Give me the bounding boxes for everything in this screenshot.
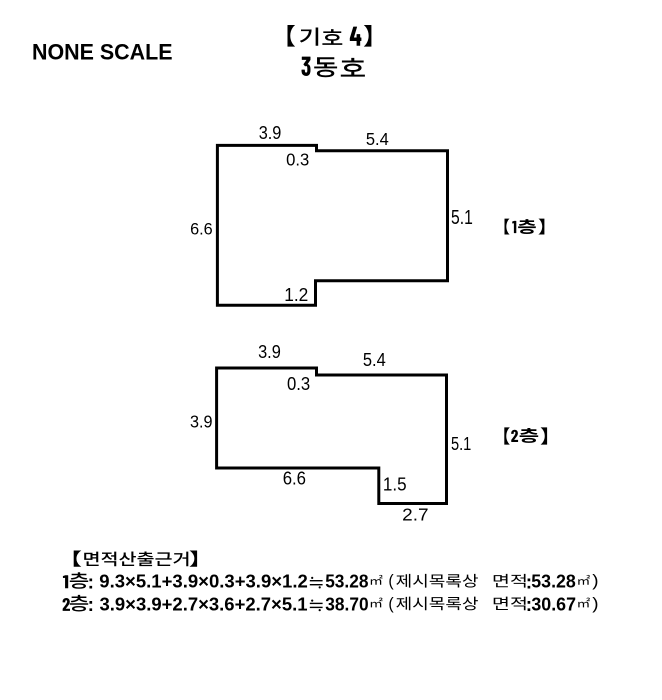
svg-text::: :: [526, 595, 532, 616]
svg-text::: :: [526, 572, 532, 593]
svg-text:3.9: 3.9: [258, 342, 281, 362]
svg-text:): ): [592, 571, 598, 590]
svg-text:5.1: 5.1: [451, 434, 471, 454]
svg-text:): ): [592, 594, 598, 613]
svg-text:53.28: 53.28: [531, 571, 576, 592]
svg-text:3.9×3.9+2.7×3.6+2.7×5.1: 3.9×3.9+2.7×3.6+2.7×5.1: [100, 593, 308, 614]
svg-text:(: (: [388, 594, 394, 613]
svg-text:0.3: 0.3: [287, 373, 310, 394]
svg-text:3.9: 3.9: [259, 122, 282, 143]
svg-text:1.2: 1.2: [284, 284, 308, 305]
svg-text:2.7: 2.7: [402, 505, 428, 525]
svg-text:0.3: 0.3: [286, 149, 309, 169]
svg-text:NONE SCALE: NONE SCALE: [32, 39, 173, 64]
svg-text:1.5: 1.5: [383, 475, 407, 495]
svg-text::: :: [88, 595, 94, 616]
svg-text:(: (: [388, 571, 394, 590]
svg-text:5.1: 5.1: [451, 207, 473, 229]
svg-text:3.9: 3.9: [190, 412, 213, 432]
svg-text:9.3×5.1+3.9×0.3+3.9×1.2: 9.3×5.1+3.9×0.3+3.9×1.2: [99, 571, 307, 592]
svg-text:5.4: 5.4: [363, 349, 386, 370]
svg-text:6.6: 6.6: [283, 468, 306, 488]
svg-text::: :: [88, 572, 94, 593]
svg-text:30.67: 30.67: [531, 593, 576, 614]
svg-text:5.4: 5.4: [366, 129, 389, 149]
svg-text:38.70: 38.70: [325, 593, 368, 614]
svg-text:53.28: 53.28: [325, 571, 368, 592]
svg-text:6.6: 6.6: [190, 220, 213, 239]
